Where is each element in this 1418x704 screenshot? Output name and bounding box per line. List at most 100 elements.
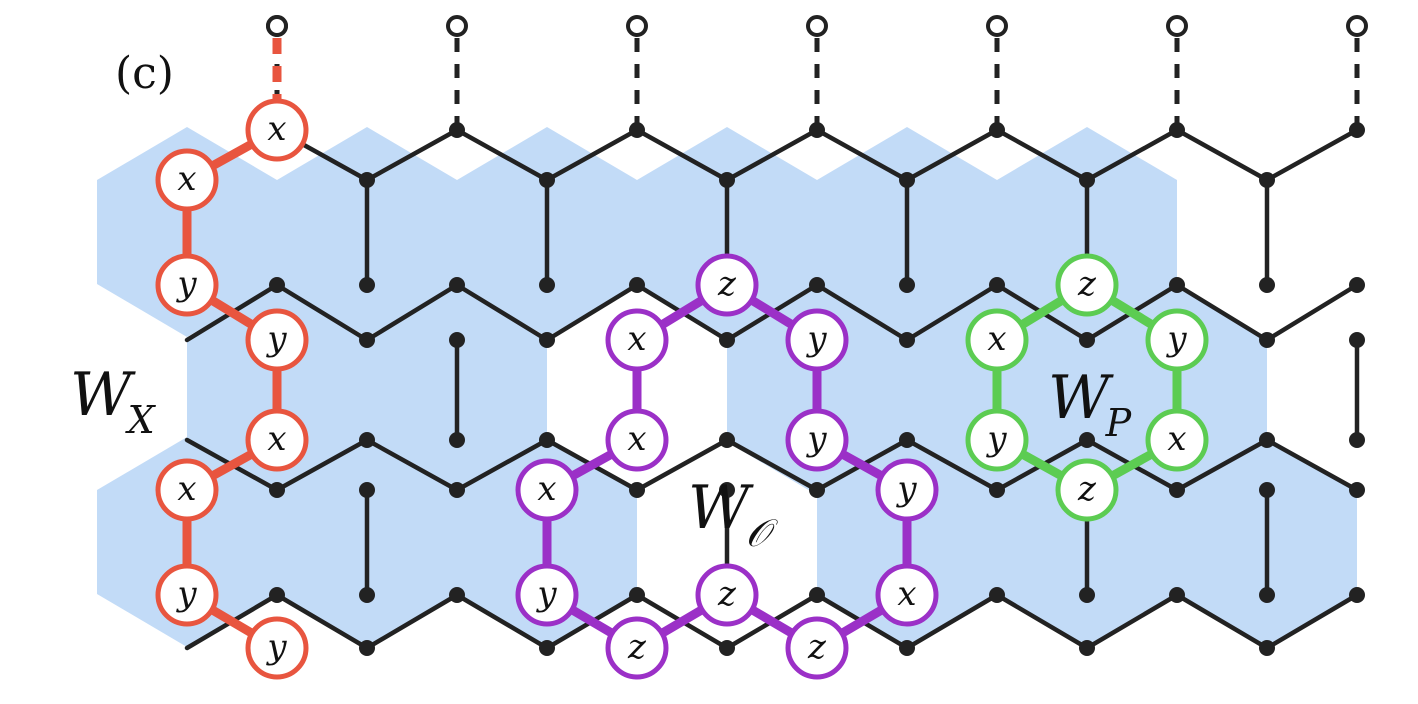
loop-node-circle (155, 563, 219, 627)
lattice-vertex (899, 332, 915, 348)
wo-node: z (695, 563, 759, 627)
loop-node-circle (155, 458, 219, 522)
lattice-vertex (1169, 482, 1185, 498)
loop-node-circle (245, 98, 309, 162)
loop-node-label: x (267, 109, 286, 149)
wp-node: x (1145, 408, 1209, 472)
lattice-vertex (1349, 482, 1365, 498)
lattice-edge (1174, 282, 1270, 343)
lattice-vertex (629, 482, 645, 498)
loop-node-label: y (805, 319, 827, 359)
lattice-vertex (809, 122, 825, 138)
lattice-vertex (989, 277, 1005, 293)
lattice-vertex (1259, 587, 1275, 603)
lattice-vertex (719, 432, 735, 448)
loop-node-label: y (265, 627, 287, 667)
lattice-vertex (1349, 277, 1365, 293)
loop-node-label: x (267, 419, 286, 459)
wo-node: z (695, 253, 759, 317)
wp-node: z (1055, 253, 1119, 317)
lattice-edge (1174, 437, 1270, 493)
lattice-vertex (359, 332, 375, 348)
lattice-vertex (359, 482, 375, 498)
lattice-edge (274, 592, 370, 651)
lattice-edge (454, 592, 550, 651)
lattice-vertex (539, 640, 555, 656)
loop-node-circle (605, 308, 669, 372)
lattice-vertex (359, 172, 375, 188)
lattice-edge (904, 282, 1000, 343)
lattice-vertex (629, 277, 645, 293)
lattice-edge (904, 127, 1000, 183)
lattice-vertex (809, 277, 825, 293)
lattice-vertex (989, 482, 1005, 498)
lattice-vertex (899, 432, 915, 448)
lattice-vertex (1349, 122, 1365, 138)
loop-node-label: x (1167, 419, 1186, 459)
loop-node-circle (785, 616, 849, 680)
lattice-edge (634, 127, 730, 183)
lattice-edge (1174, 592, 1270, 651)
wx-node: y (155, 253, 219, 317)
lattice-vertex (1259, 432, 1275, 448)
loop-node-label: y (895, 469, 917, 509)
loop-node-circle (695, 253, 759, 317)
lattice-vertex (809, 482, 825, 498)
lattice-edge (724, 127, 820, 183)
lattice-edge (454, 437, 550, 493)
loop-node-label: z (717, 574, 737, 614)
wo-node: x (605, 308, 669, 372)
lattice-vertex (449, 277, 465, 293)
lattice-vertex (269, 277, 285, 293)
lattice-vertex (989, 587, 1005, 603)
wx-label: WX (70, 360, 157, 442)
wx-node: y (245, 616, 309, 680)
lattice-edge (364, 127, 460, 183)
lattice-edge (904, 437, 1000, 493)
open-terminal (1346, 15, 1368, 37)
lattice-edge (1174, 127, 1270, 183)
lattice-vertex (1169, 277, 1185, 293)
open-terminal (266, 15, 288, 37)
loop-node-circle (605, 408, 669, 472)
wo-node: y (875, 458, 939, 522)
wo-label: W𝒪 (688, 473, 779, 555)
lattice-vertex (449, 122, 465, 138)
lattice-edge (994, 592, 1090, 651)
loop-node-circle (245, 408, 309, 472)
loop-node-label: x (987, 319, 1006, 359)
loop-node-circle (1145, 408, 1209, 472)
loop-node-label: z (1077, 264, 1097, 304)
loop-node-label: x (177, 469, 196, 509)
lattice-edge (1084, 592, 1180, 651)
wo-node: x (515, 458, 579, 522)
lattice-vertex (989, 122, 1005, 138)
loop-node-circle (155, 148, 219, 212)
lattice-vertex (1169, 587, 1185, 603)
loop-node-label: y (265, 319, 287, 359)
lattice-vertex (1079, 432, 1095, 448)
loop-node-circle (1145, 308, 1209, 372)
panel-label: (c) (115, 48, 174, 99)
lattice-edge (1084, 127, 1180, 183)
lattice-edge (544, 127, 640, 183)
wo-node: x (605, 408, 669, 472)
loop-node-circle (515, 563, 579, 627)
lattice-vertex (1079, 640, 1095, 656)
lattice-vertex (899, 640, 915, 656)
lattice-vertex (1349, 332, 1365, 348)
loop-node-circle (875, 458, 939, 522)
loop-node-label: x (627, 319, 646, 359)
lattice-edge (1264, 127, 1360, 183)
lattice-vertex (1259, 640, 1275, 656)
lattice-vertex (809, 587, 825, 603)
loop-node-label: z (1077, 469, 1097, 509)
lattice-vertex (1079, 587, 1095, 603)
wp-node: y (1145, 308, 1209, 372)
loop-node-circle (155, 253, 219, 317)
loop-node-circle (785, 308, 849, 372)
wx-node: y (155, 563, 219, 627)
lattice-edge (1264, 437, 1360, 493)
lattice-vertex (629, 587, 645, 603)
lattice-vertex (1259, 277, 1275, 293)
